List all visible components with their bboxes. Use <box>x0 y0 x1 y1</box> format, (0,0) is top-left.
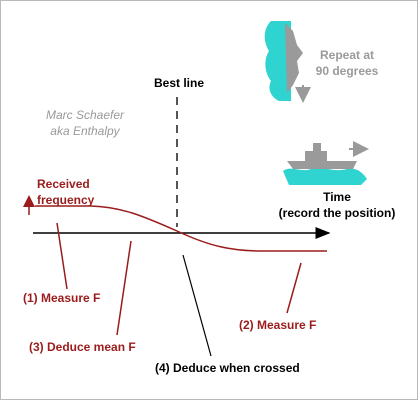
repeat-line2: 90 degrees <box>316 64 379 78</box>
y-axis-label-line2: frequency <box>37 193 95 207</box>
ship-side-view-icon <box>283 141 369 185</box>
frequency-curve <box>35 205 327 252</box>
step3-callout <box>116 240 132 336</box>
step1-label: (1) Measure F <box>23 291 100 305</box>
y-axis-label-line1: Received <box>37 177 90 191</box>
credit-name: Marc Schaefer <box>46 108 125 122</box>
step2-callout <box>286 262 302 314</box>
step1-callout <box>56 222 68 290</box>
step2-label: (2) Measure F <box>239 318 316 332</box>
credit-alias: aka Enthalpy <box>50 124 120 138</box>
step4-label: (4) Deduce when crossed <box>155 361 300 375</box>
ship-top-view-icon <box>264 21 311 103</box>
repeat-line1: Repeat at <box>320 48 374 62</box>
step4-callout <box>182 254 212 357</box>
x-axis-label-line1: Time <box>323 190 351 204</box>
step3-label: (3) Deduce mean F <box>29 340 136 354</box>
best-line-label: Best line <box>154 76 204 90</box>
x-axis-label-line2: (record the position) <box>279 206 396 220</box>
